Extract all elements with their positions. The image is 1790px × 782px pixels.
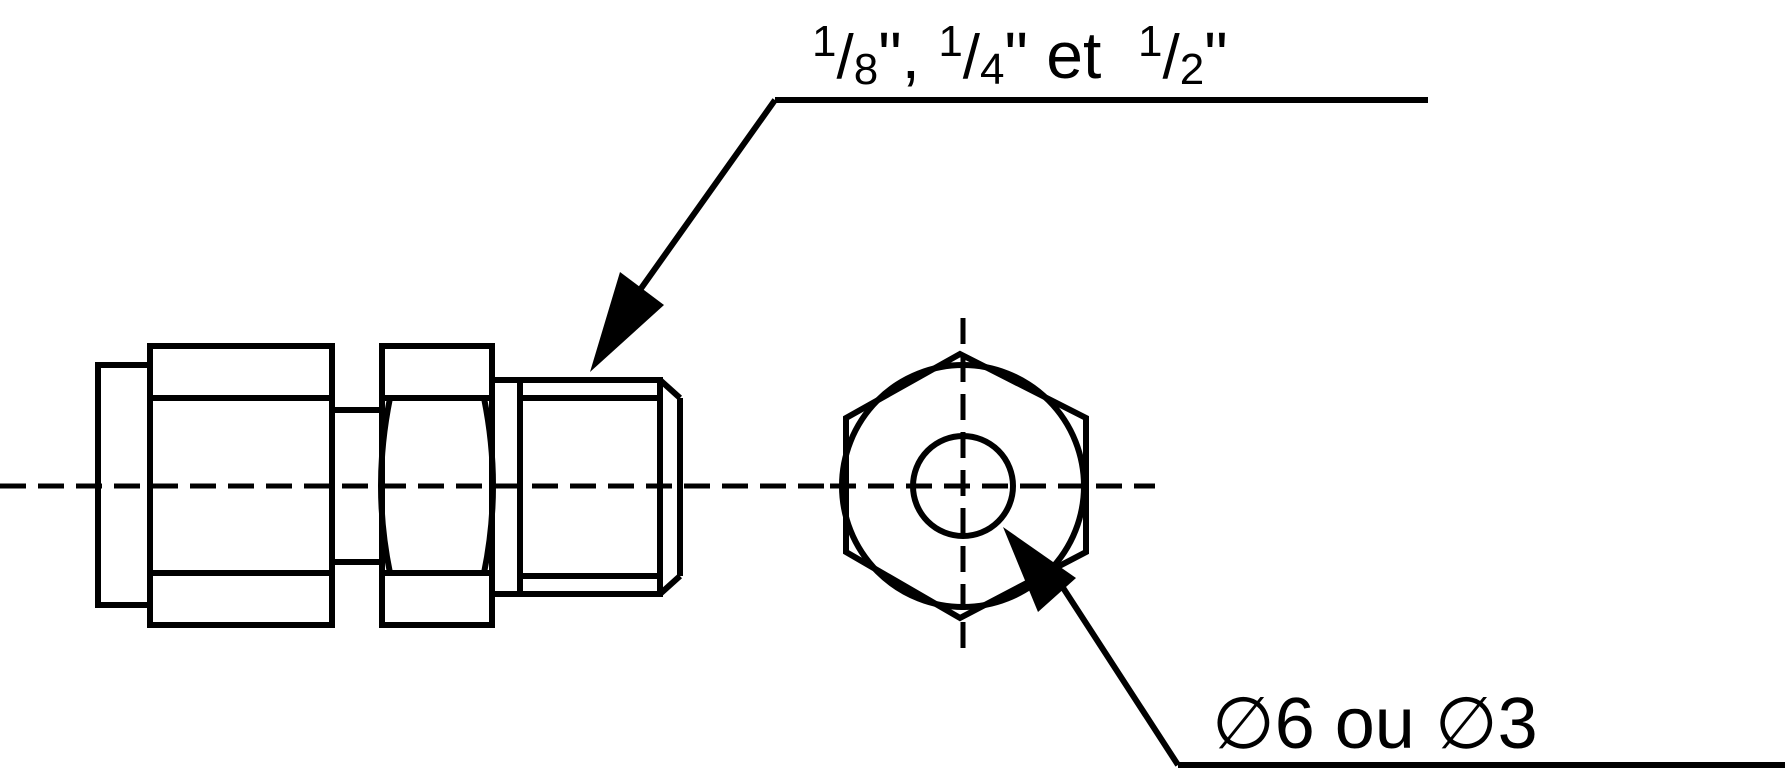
thread-leader xyxy=(617,97,1428,320)
tube-leader xyxy=(1055,578,1785,768)
tube-leader-arrowhead xyxy=(1003,527,1076,612)
thread-chamfer-bottom xyxy=(657,573,683,597)
thread-leader-line xyxy=(617,98,778,320)
hex-outline xyxy=(843,350,1089,622)
thread-sizes-label: 1/8", 1/4" et 1/2" xyxy=(812,17,1228,94)
end-view-centerlines xyxy=(830,318,1155,660)
tube-leader-line xyxy=(1055,578,1181,767)
thread-leader-arrowhead xyxy=(590,272,664,372)
tube-diameter-label: ∅6 ou ∅3 xyxy=(1212,684,1538,764)
thread-chamfer-top xyxy=(657,377,683,401)
